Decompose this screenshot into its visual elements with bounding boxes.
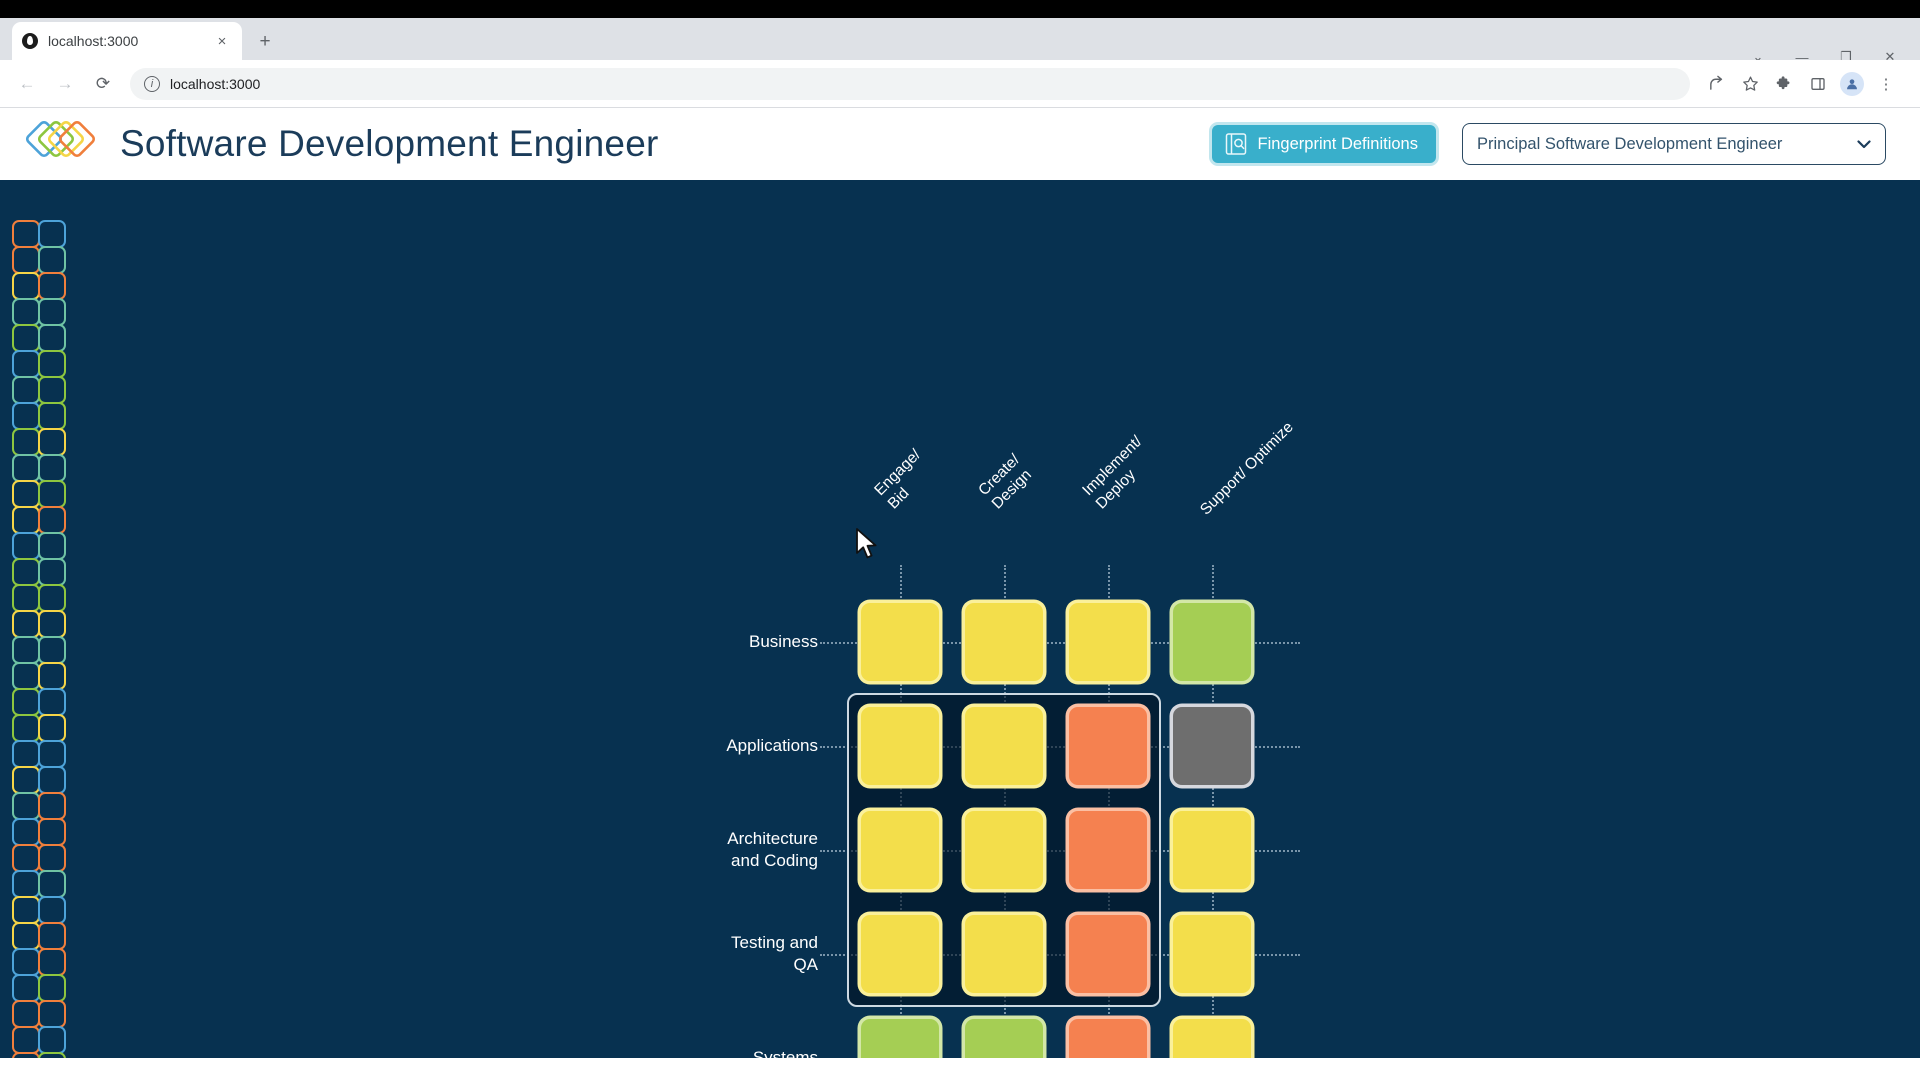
- extensions-puzzle-icon[interactable]: [1768, 68, 1800, 100]
- row-label-4: Systems: [753, 1047, 818, 1058]
- profile-avatar-icon[interactable]: [1836, 68, 1868, 100]
- role-select-value: Principal Software Development Engineer: [1477, 134, 1783, 153]
- column-header-3: Support/ Optimize: [1196, 418, 1297, 519]
- matrix-cell[interactable]: [1173, 603, 1251, 681]
- matrix-cell[interactable]: [861, 1019, 939, 1058]
- app-header: Software Development Engineer Fingerprin…: [0, 108, 1920, 180]
- overlapping-diamonds-logo: [22, 117, 100, 171]
- bookmark-star-icon[interactable]: [1734, 68, 1766, 100]
- matrix-cell[interactable]: [1173, 811, 1251, 889]
- toolbar-actions: ⋮: [1698, 68, 1902, 100]
- role-select[interactable]: Principal Software Development Engineer: [1462, 123, 1886, 165]
- row-label-line: Systems: [752, 1048, 818, 1058]
- column-header-0: Engage/Bid: [871, 446, 939, 514]
- matrix-cell[interactable]: [1069, 603, 1147, 681]
- address-bar[interactable]: i localhost:3000: [130, 67, 1690, 100]
- forward-icon[interactable]: →: [56, 73, 74, 93]
- row-label-line: Architecture: [727, 829, 818, 848]
- fingerprint-definitions-label: Fingerprint Definitions: [1257, 134, 1419, 153]
- browser-tab[interactable]: localhost:3000 ×: [12, 22, 242, 60]
- matrix-cell[interactable]: [861, 603, 939, 681]
- tab-search-icon[interactable]: ⌄: [1752, 49, 1764, 64]
- tab-title: localhost:3000: [48, 33, 139, 49]
- matrix-cell[interactable]: [861, 811, 939, 889]
- matrix-cell[interactable]: [1069, 1019, 1147, 1058]
- strip-cell: [38, 1052, 66, 1058]
- book-search-icon: [1225, 132, 1247, 156]
- row-label-line: and Coding: [731, 851, 818, 871]
- matrix-cell[interactable]: [1069, 707, 1147, 785]
- fingerprint-definitions-button[interactable]: Fingerprint Definitions: [1211, 125, 1436, 163]
- matrix-cell[interactable]: [965, 915, 1043, 993]
- strip-row: [12, 1052, 70, 1058]
- row-label-2: Architecture and Coding: [727, 828, 818, 872]
- matrix-cell[interactable]: [861, 915, 939, 993]
- application-root: Software Development Engineer Fingerprin…: [0, 108, 1920, 1080]
- share-icon[interactable]: [1700, 68, 1732, 100]
- column-header-1: Create/Design: [975, 450, 1038, 513]
- matrix-cell[interactable]: [1069, 915, 1147, 993]
- tab-close-icon[interactable]: ×: [217, 32, 227, 50]
- row-label-line: QA: [793, 955, 818, 975]
- mouse-pointer: [855, 528, 881, 562]
- row-label-line: Business: [749, 632, 818, 651]
- browser-toolbar: ← → ⟳ i localhost:3000: [0, 60, 1920, 108]
- chevron-down-icon: [1857, 136, 1871, 152]
- row-label-1: Applications: [726, 735, 818, 757]
- reload-icon[interactable]: ⟳: [95, 73, 111, 93]
- matrix-cell[interactable]: [965, 603, 1043, 681]
- tab-favicon-icon: [22, 33, 38, 49]
- page-title: Software Development Engineer: [120, 123, 659, 164]
- column-header-line1: Support/ Optimize: [1197, 418, 1297, 519]
- side-panel-icon[interactable]: [1802, 68, 1834, 100]
- matrix-cell[interactable]: [1069, 811, 1147, 889]
- restore-icon[interactable]: ❐: [1840, 49, 1852, 64]
- matrix-cell[interactable]: [965, 811, 1043, 889]
- matrix-cell[interactable]: [965, 1019, 1043, 1058]
- close-icon[interactable]: ✕: [1884, 49, 1896, 64]
- column-header-2: Implement/Deploy: [1079, 432, 1161, 514]
- row-guide-line: [820, 642, 1300, 644]
- matrix-cell[interactable]: [965, 707, 1043, 785]
- new-tab-button[interactable]: +: [259, 31, 271, 52]
- matrix-cell[interactable]: [1173, 707, 1251, 785]
- row-label-0: Business: [749, 631, 818, 653]
- row-label-line: Testing and: [731, 933, 818, 952]
- matrix-cell[interactable]: [1173, 1019, 1251, 1058]
- matrix-cell[interactable]: [1173, 915, 1251, 993]
- tab-strip: localhost:3000 × + ⌄ — ❐ ✕: [0, 18, 1920, 65]
- back-icon[interactable]: ←: [18, 73, 36, 93]
- site-info-icon[interactable]: i: [144, 75, 160, 92]
- decorative-side-strip: [12, 220, 70, 1058]
- matrix-cell[interactable]: [861, 707, 939, 785]
- url-text: localhost:3000: [170, 75, 261, 92]
- row-label-line: Applications: [726, 736, 818, 755]
- kebab-menu-icon[interactable]: ⋮: [1878, 75, 1894, 93]
